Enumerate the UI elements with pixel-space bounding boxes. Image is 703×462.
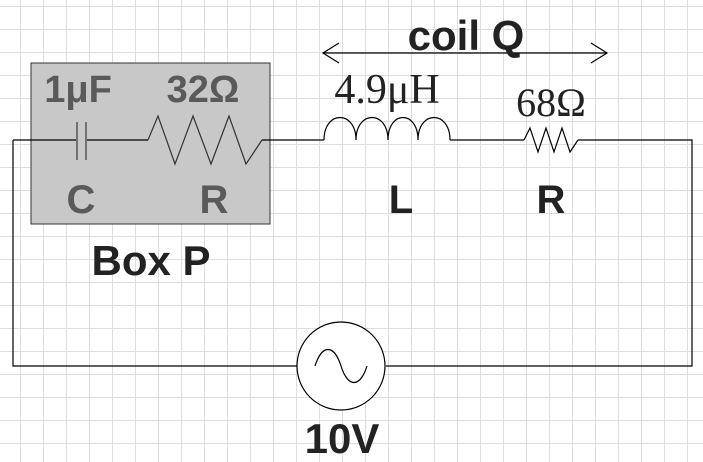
coil-q-label: coil Q (408, 12, 525, 59)
coil-resistor-symbol-label: R (537, 178, 566, 222)
inductor-symbol (323, 116, 451, 141)
box-resistor-value-label: 32Ω (167, 69, 240, 111)
wire-left-bottom (12, 140, 297, 367)
inductor-value-label: 4.9μH (334, 67, 439, 113)
ac-sine-icon (314, 348, 368, 384)
inductor-symbol-label: L (389, 178, 413, 222)
capacitor-symbol-label: C (67, 178, 96, 222)
box-p-label: Box P (91, 237, 210, 284)
capacitor-value-label: 1μF (44, 69, 112, 111)
coil-q-arrow (321, 42, 609, 64)
box-p (30, 62, 271, 225)
source-voltage-label: 10V (305, 415, 380, 462)
circuit-wires (12, 139, 693, 367)
box-resistor-symbol-label: R (200, 178, 229, 222)
coil-resistor-value-label: 68Ω (516, 80, 586, 125)
capacitor-symbol (76, 122, 87, 160)
box-resistor-symbol (147, 114, 263, 166)
coil-resistor-symbol (523, 126, 579, 154)
wire-right (386, 139, 693, 367)
